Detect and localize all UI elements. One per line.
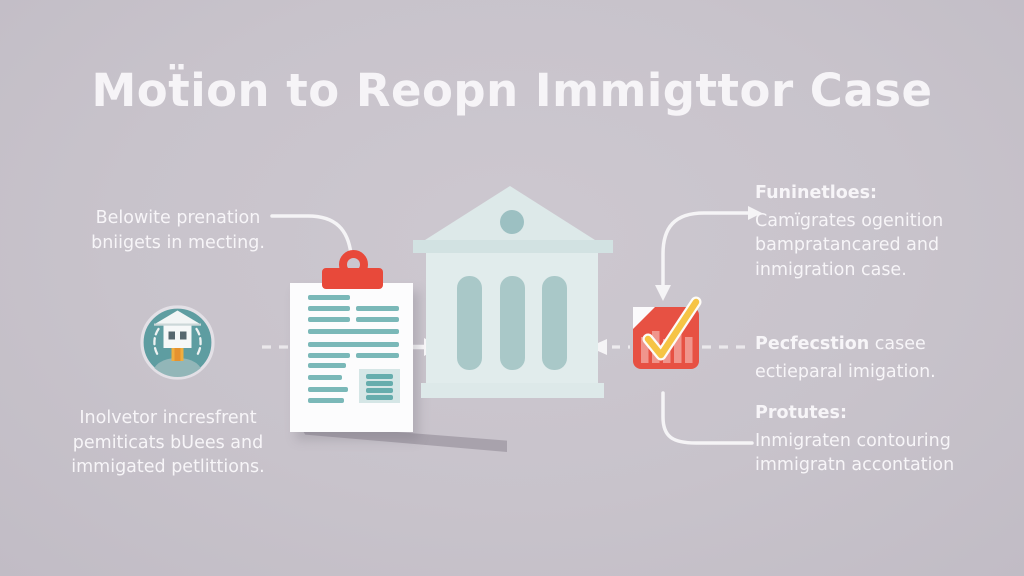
connector-bottomright-curve — [661, 391, 754, 445]
note-right-functions: Funinetloes: Camïgrates ogenition bampra… — [755, 181, 975, 282]
paper-line — [356, 353, 399, 358]
note-line: Camïgrates ogenition — [755, 210, 944, 231]
note-left-bottom: Inolvetor incresfrent pemiticats bUees a… — [60, 406, 276, 480]
chart-folded-corner — [633, 307, 655, 329]
building-pediment-dot — [500, 210, 524, 234]
chart-bar — [641, 337, 649, 363]
clipboard-document-icon — [288, 250, 420, 440]
avatar-house-roof — [154, 310, 201, 325]
paper-line — [308, 329, 399, 334]
note-heading: Funinetloes: — [755, 183, 877, 203]
avatar-roof-line — [154, 323, 201, 326]
clipboard-clip-bar — [322, 268, 383, 289]
courthouse-building-icon — [413, 186, 613, 398]
chart-bar — [674, 333, 682, 363]
note-heading: Protutes: — [755, 403, 847, 423]
paper-line — [308, 398, 344, 403]
building-column — [500, 276, 525, 370]
note-line: ectieparal imigation. — [755, 361, 936, 382]
note-right-protutes: Protutes: Inmigraten contouring immigrat… — [755, 401, 975, 478]
avatar-vibration-right — [195, 327, 202, 358]
avatar-house-head — [163, 324, 192, 348]
arrowhead-right-small-icon — [748, 206, 762, 220]
paper-line — [366, 388, 393, 393]
note-line: pemiticats bUees and — [72, 432, 264, 453]
paper-line — [366, 381, 393, 386]
note-line: Belowite prenation — [95, 208, 261, 228]
paper-line — [308, 306, 350, 311]
paper-line — [366, 374, 393, 379]
clipboard-paper — [290, 283, 413, 432]
connector-topleft-curve — [270, 214, 353, 256]
building-column — [457, 276, 482, 370]
avatar-window-right — [180, 331, 187, 340]
avatar-window-left — [168, 331, 175, 340]
paper-line — [366, 395, 393, 400]
avatar-neck-shade — [174, 347, 181, 361]
note-line: immigated petlittions. — [71, 457, 265, 477]
chart-bar — [685, 337, 693, 363]
building-column — [542, 276, 567, 370]
paper-line — [308, 353, 350, 358]
paper-line — [356, 306, 399, 311]
note-line: inmigration case. — [755, 259, 907, 280]
note-left-top: Belowite prenation bniigets in mecting. — [88, 206, 268, 255]
building-base — [421, 383, 604, 398]
note-heading: Pecfecstion — [755, 334, 870, 354]
paper-line — [308, 317, 350, 322]
paper-line — [308, 295, 350, 300]
paper-line — [308, 375, 342, 380]
note-line: bampratancared and — [755, 235, 940, 255]
note-line: bniigets in mecting. — [91, 232, 265, 253]
approved-chart-icon — [633, 296, 702, 369]
connector-topright-curve — [661, 211, 750, 288]
paper-line — [308, 387, 348, 392]
arrowhead-down-icon — [655, 285, 671, 301]
paper-line — [308, 342, 399, 347]
paper-inset-box — [359, 369, 400, 403]
avatar-vibration-left — [153, 327, 160, 358]
note-line: Inolvetor incresfrent — [79, 408, 257, 428]
paper-line — [308, 363, 346, 368]
note-line: Inmigraten contouring — [755, 430, 951, 451]
person-courthouse-avatar-icon — [140, 305, 215, 380]
building-entablature — [413, 240, 613, 253]
note-line: immigratn accontation — [755, 455, 955, 475]
paper-line — [356, 317, 399, 322]
note-right-perfection: Pecfecstion casee ectieparal imigation. — [755, 332, 975, 384]
note-heading-rest: casee — [874, 334, 926, 354]
page-title: Moẗion to Reopn Immigttor Case — [91, 64, 933, 117]
checkmark-icon — [644, 298, 700, 359]
